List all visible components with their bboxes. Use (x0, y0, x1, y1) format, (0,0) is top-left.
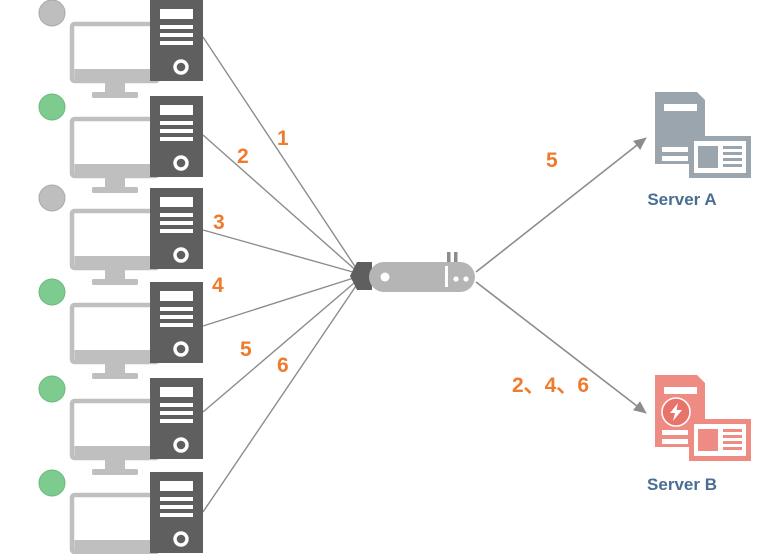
server-b-caption: Server B (647, 475, 717, 494)
client-link-6 (202, 279, 361, 513)
status-dot-online-icon (38, 375, 66, 403)
client-row-5 (38, 375, 205, 475)
workstation-icon (72, 495, 158, 554)
client-link-1 (202, 36, 361, 275)
flow-label-4: 4 (212, 274, 224, 297)
uplink-arrow-server-a (475, 137, 647, 273)
client-link-2 (202, 134, 361, 275)
router-icon (350, 252, 475, 292)
client-row-1 (38, 0, 205, 98)
server-a-caption: Server A (647, 190, 716, 209)
client-link-lines (202, 36, 361, 513)
workstation-icon (72, 211, 158, 285)
client-link-5 (202, 277, 361, 413)
status-dot-online-icon (38, 278, 66, 306)
client-link-3 (202, 229, 361, 275)
tower-icon (148, 376, 205, 461)
client-link-4 (202, 275, 361, 327)
workstation-icon (72, 401, 158, 475)
status-dot-online-icon (38, 93, 66, 121)
tower-icon (148, 470, 205, 554)
tower-icon (148, 280, 205, 365)
client-row-2 (38, 93, 205, 193)
server-a-icon (655, 92, 751, 178)
client-row-6 (38, 469, 205, 554)
workstation-icon (72, 305, 158, 379)
uplink-label-server-b: 2、4、6 (512, 374, 589, 397)
server-a (655, 92, 751, 178)
tower-icon (148, 0, 205, 83)
tower-icon (148, 94, 205, 179)
flow-label-3: 3 (213, 211, 225, 234)
workstation-icon (72, 24, 158, 98)
tower-icon (148, 186, 205, 271)
flow-label-6: 6 (277, 354, 289, 377)
client-row-3 (38, 184, 205, 285)
uplink-label-server-a: 5 (546, 149, 558, 172)
status-dot-online-icon (38, 469, 66, 497)
flow-label-5: 5 (240, 338, 252, 361)
workstation-icon (72, 119, 158, 193)
flow-label-2: 2 (237, 145, 249, 168)
uplink-arrow-server-b (475, 281, 647, 414)
status-dot-offline-icon (38, 0, 66, 27)
status-dot-offline-icon (38, 184, 66, 212)
flow-label-1: 1 (277, 127, 289, 150)
client-row-4 (38, 278, 205, 379)
server-b (655, 375, 751, 461)
